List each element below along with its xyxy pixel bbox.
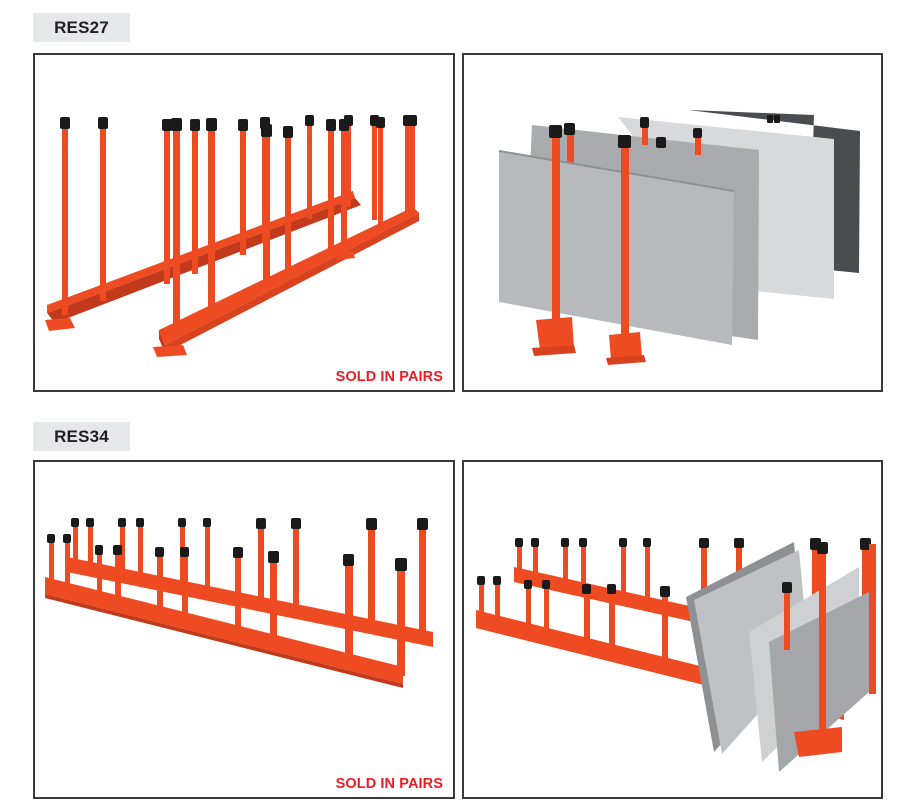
rack-with-slabs-illustration [499, 110, 860, 365]
rack-illustration [45, 115, 419, 357]
sold-in-pairs-caption: SOLD IN PAIRS [335, 776, 443, 792]
sold-in-pairs-caption: SOLD IN PAIRS [335, 369, 443, 385]
model-label-res34: RES34 [33, 422, 130, 451]
product-image-res27-loaded [462, 53, 883, 392]
product-image-res34-loaded [462, 460, 883, 799]
model-name: RES27 [54, 17, 109, 37]
product-image-res34-empty: SOLD IN PAIRS [33, 460, 455, 799]
rack-with-slabs-illustration [476, 538, 876, 772]
rack-illustration [45, 518, 433, 688]
model-name: RES34 [54, 426, 109, 446]
product-image-res27-empty: SOLD IN PAIRS [33, 53, 455, 392]
model-label-res27: RES27 [33, 13, 130, 42]
